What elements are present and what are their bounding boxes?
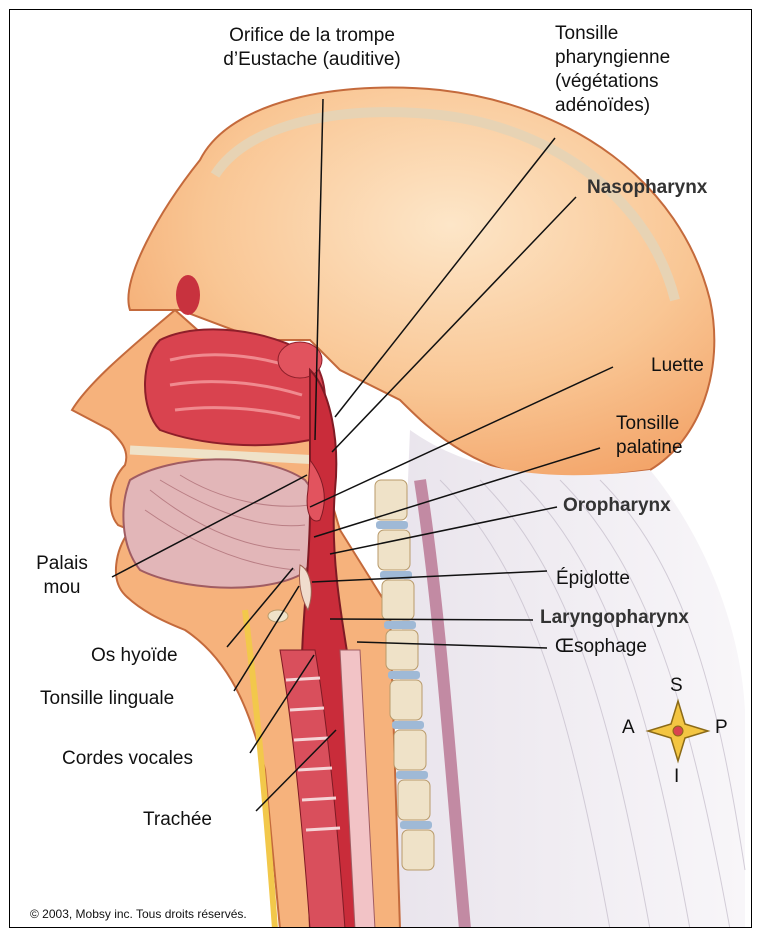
label-orifice-line1: Orifice de la trompe — [197, 24, 427, 48]
label-oesophage: Œsophage — [555, 635, 647, 659]
label-tonsille-phar-line2: pharyngienne — [555, 46, 670, 70]
label-palais-mou: Palais mou — [24, 552, 100, 600]
label-os-hyoide: Os hyoïde — [91, 644, 178, 668]
label-tonsille-palatine: Tonsille palatine — [616, 412, 683, 460]
label-tonsille-pal-line1: Tonsille — [616, 412, 683, 436]
label-orifice-trompe: Orifice de la trompe d’Eustache (auditiv… — [197, 24, 427, 72]
label-tonsille-phar-line3: (végétations — [555, 70, 670, 94]
copyright-notice: © 2003, Mobsy inc. Tous droits réservés. — [30, 907, 247, 921]
compass-anterior: A — [622, 717, 635, 739]
label-orifice-line2: d’Eustache (auditive) — [197, 48, 427, 72]
label-oropharynx: Oropharynx — [563, 494, 671, 518]
frontal-sinus — [176, 275, 200, 315]
label-tonsille-phar-line4: adénoïdes) — [555, 94, 670, 118]
label-palais-line1: Palais — [24, 552, 100, 576]
sphenoid-sinus — [278, 342, 322, 378]
label-trachee: Trachée — [143, 808, 212, 832]
label-luette: Luette — [651, 354, 704, 378]
compass-posterior: P — [715, 717, 728, 739]
label-tonsille-pharyngienne: Tonsille pharyngienne (végétations adéno… — [555, 22, 670, 118]
head-sagittal-illustration — [10, 10, 752, 928]
label-laryngopharynx: Laryngopharynx — [540, 606, 689, 630]
label-epiglotte: Épiglotte — [556, 567, 630, 591]
label-tonsille-linguale: Tonsille linguale — [40, 687, 174, 711]
compass-superior: S — [670, 675, 683, 697]
label-tonsille-pal-line2: palatine — [616, 436, 683, 460]
compass-inferior: I — [674, 766, 679, 788]
label-nasopharynx: Nasopharynx — [587, 176, 707, 200]
figure-frame: Orifice de la trompe d’Eustache (auditiv… — [9, 9, 752, 928]
label-cordes-vocales: Cordes vocales — [62, 747, 193, 771]
label-tonsille-phar-line1: Tonsille — [555, 22, 670, 46]
label-palais-line2: mou — [24, 576, 100, 600]
